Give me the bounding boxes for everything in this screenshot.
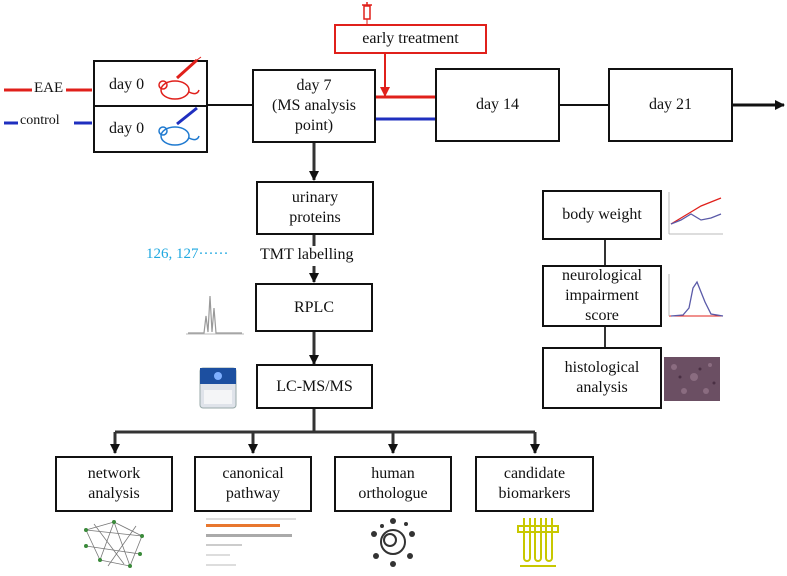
human-line1: human [371,465,415,482]
day7-line2: (MS analysis [272,97,356,114]
test-tubes-icon [517,518,559,567]
urinary-proteins-box: urinary proteins [256,181,374,235]
day14-label: day 14 [475,96,520,113]
canonical-line2: pathway [225,485,281,502]
day7-line3: point) [294,117,334,134]
early-treatment-label: early treatment [362,30,459,47]
day14-box: day 14 [435,68,560,142]
chromatogram-icon [186,295,244,335]
network-analysis-box: network analysis [55,456,173,512]
score-distribution-icon [668,274,724,317]
network-line1: network [87,465,141,482]
weight-line-chart-icon [668,192,723,235]
neuro-line3: score [585,307,619,324]
neuro-line2: impairment [565,287,639,304]
body-weight-box: body weight [542,190,662,240]
candidate-line2: biomarkers [498,485,571,502]
neuro-line1: neurological [562,267,642,284]
network-graph-icon [84,520,144,568]
candidate-line1: candidate [503,465,566,482]
network-line2: analysis [88,485,140,502]
body-weight-label: body weight [562,206,642,223]
day0-control-label: day 0 [109,120,145,137]
day21-label: day 21 [648,96,693,113]
day7-box: day 7 (MS analysis point) [252,69,376,143]
virus-molecule-icon [371,518,415,567]
tmt-tags-label: 126, 127······ [146,246,229,262]
mass-spectrometer-icon [199,367,237,409]
candidate-biomarkers-box: candidate biomarkers [475,456,594,512]
human-orthologue-box: human orthologue [334,456,452,512]
histo-line1: histological [564,359,640,376]
pathway-bar-chart-icon [206,518,296,566]
tmt-labelling-label: TMT labelling [260,246,354,264]
day7-line1: day 7 [296,77,332,94]
day0-eae-label: day 0 [109,76,145,93]
eae-mouse-syringe-icon [158,56,202,100]
histo-line2: analysis [576,379,628,396]
canonical-pathway-box: canonical pathway [194,456,312,512]
control-legend-label: control [20,113,60,128]
human-line2: orthologue [358,485,428,502]
day21-box: day 21 [608,68,733,142]
rplc-label: RPLC [293,298,334,316]
lcms-label: LC-MS/MS [276,377,353,395]
control-mouse-syringe-icon [158,106,200,146]
histology-image-icon [664,357,720,401]
urinary-line1: urinary [291,189,339,206]
urinary-line2: proteins [289,209,341,226]
early-treatment-box: early treatment [334,24,487,54]
neurological-score-box: neurological impairment score [542,265,662,327]
syringe-icon [362,2,372,25]
canonical-line1: canonical [222,465,284,482]
lcms-box: LC-MS/MS [256,364,373,409]
eae-legend-label: EAE [34,80,64,96]
histological-analysis-box: histological analysis [542,347,662,409]
rplc-box: RPLC [255,283,373,332]
